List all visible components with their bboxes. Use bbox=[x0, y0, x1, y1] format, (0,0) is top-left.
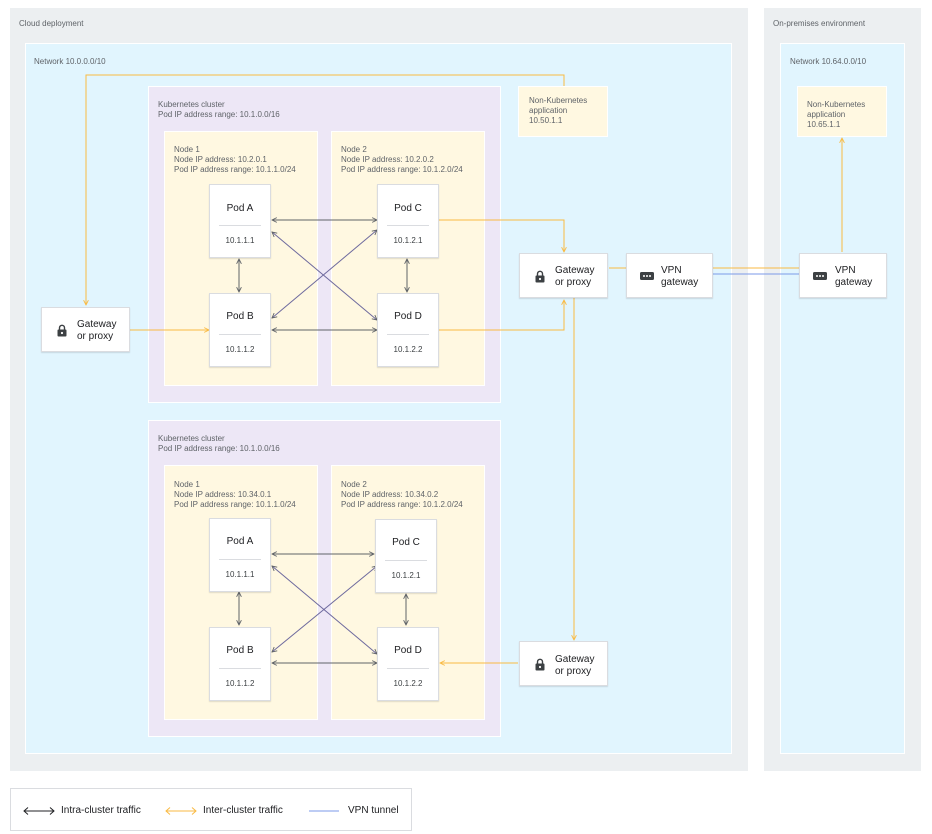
cloud-network-label: Network 10.0.0.0/10 bbox=[34, 57, 106, 66]
pod-c[interactable]: Pod C 10.1.2.1 bbox=[377, 184, 439, 258]
lock-icon bbox=[535, 658, 545, 671]
onprem-vpn-gateway[interactable]: VPN gateway bbox=[799, 253, 887, 298]
pod-ip: 10.1.1.2 bbox=[225, 679, 255, 688]
cloud-vpn-gateway[interactable]: VPN gateway bbox=[626, 253, 713, 298]
node-ip: Node IP address: 10.2.0.1 bbox=[174, 155, 267, 164]
intra-cluster-arrow-icon bbox=[23, 807, 55, 815]
node-name: Node 2 bbox=[341, 480, 367, 489]
pod-name: Pod C bbox=[392, 537, 420, 548]
left-gateway[interactable]: Gateway or proxy bbox=[41, 307, 130, 352]
pod-b[interactable]: Pod B 10.1.1.2 bbox=[209, 293, 271, 367]
pod-name: Pod C bbox=[394, 203, 422, 214]
onprem-app-line1: Non-Kubernetes bbox=[807, 100, 866, 109]
node-name: Node 2 bbox=[341, 145, 367, 154]
pod-c[interactable]: Pod C 10.1.2.1 bbox=[375, 519, 437, 593]
cloud-app-line1: Non-Kubernetes bbox=[529, 96, 588, 105]
legend-inter-label: Inter-cluster traffic bbox=[203, 805, 283, 816]
pod-a[interactable]: Pod A 10.1.1.1 bbox=[209, 518, 271, 592]
node-ip: Node IP address: 10.34.0.2 bbox=[341, 490, 439, 499]
pod-d[interactable]: Pod D 10.1.2.2 bbox=[377, 293, 439, 367]
pod-divider bbox=[385, 560, 427, 561]
pod-divider bbox=[387, 225, 429, 226]
vpn-label-line2: gateway bbox=[661, 277, 699, 288]
pod-name: Pod B bbox=[226, 311, 254, 322]
vpn-label-line2: gateway bbox=[835, 277, 873, 288]
pod-a[interactable]: Pod A 10.1.1.1 bbox=[209, 184, 271, 258]
pod-divider bbox=[219, 225, 261, 226]
onprem-app-line2: application bbox=[807, 110, 846, 119]
onprem-non-kubernetes-app: Non-Kubernetes application 10.65.1.1 bbox=[797, 86, 887, 137]
pod-ip: 10.1.2.2 bbox=[393, 679, 423, 688]
gateway-label-line1: Gateway bbox=[77, 319, 117, 330]
vpn-label-line1: VPN bbox=[661, 265, 682, 276]
node-pod-range: Pod IP address range: 10.1.1.0/24 bbox=[174, 165, 296, 174]
pod-name: Pod D bbox=[394, 645, 422, 656]
node-ip: Node IP address: 10.34.0.1 bbox=[174, 490, 272, 499]
pod-divider bbox=[219, 668, 261, 669]
pod-ip: 10.1.2.2 bbox=[393, 345, 423, 354]
gateway-label-line1: Gateway bbox=[555, 265, 595, 276]
node-pod-range: Pod IP address range: 10.1.1.0/24 bbox=[174, 500, 296, 509]
onprem-network-label: Network 10.64.0.0/10 bbox=[790, 57, 867, 66]
on-premises-label: On-premises environment bbox=[773, 19, 866, 28]
gateway-label-line2: or proxy bbox=[77, 331, 114, 342]
legend: Intra-cluster traffic Inter-cluster traf… bbox=[10, 788, 412, 831]
cluster-title: Kubernetes cluster bbox=[158, 100, 225, 109]
pod-ip: 10.1.2.1 bbox=[393, 236, 423, 245]
cluster-title: Kubernetes cluster bbox=[158, 434, 225, 443]
pod-name: Pod B bbox=[226, 645, 254, 656]
pod-divider bbox=[387, 668, 429, 669]
pod-ip: 10.1.2.1 bbox=[391, 571, 421, 580]
node-name: Node 1 bbox=[174, 480, 200, 489]
pod-divider bbox=[219, 334, 261, 335]
node-ip: Node IP address: 10.2.0.2 bbox=[341, 155, 434, 164]
cloud-non-kubernetes-app: Non-Kubernetes application 10.50.1.1 bbox=[518, 86, 608, 137]
pod-divider bbox=[219, 559, 261, 560]
gateway-label-line1: Gateway bbox=[555, 654, 595, 665]
pod-name: Pod D bbox=[394, 311, 422, 322]
central-gateway[interactable]: Gateway or proxy bbox=[519, 253, 608, 298]
lower-gateway[interactable]: Gateway or proxy bbox=[519, 641, 608, 686]
vpn-dots-icon bbox=[813, 272, 827, 280]
pod-name: Pod A bbox=[226, 536, 254, 547]
cloud-deployment-label: Cloud deployment bbox=[19, 19, 84, 28]
pod-ip: 10.1.1.2 bbox=[225, 345, 255, 354]
pod-b[interactable]: Pod B 10.1.1.2 bbox=[209, 627, 271, 701]
pod-d[interactable]: Pod D 10.1.2.2 bbox=[377, 627, 439, 701]
lock-icon bbox=[57, 324, 67, 337]
onprem-network bbox=[780, 43, 905, 754]
lock-icon bbox=[535, 270, 545, 283]
node-name: Node 1 bbox=[174, 145, 200, 154]
legend-tunnel-label: VPN tunnel bbox=[348, 805, 399, 816]
inter-cluster-arrow-icon bbox=[165, 807, 197, 815]
node-pod-range: Pod IP address range: 10.1.2.0/24 bbox=[341, 500, 463, 509]
cluster-pod-range: Pod IP address range: 10.1.0.0/16 bbox=[158, 110, 280, 119]
onprem-app-ip: 10.65.1.1 bbox=[807, 120, 841, 129]
pod-divider bbox=[387, 334, 429, 335]
legend-intra-label: Intra-cluster traffic bbox=[61, 805, 141, 816]
vpn-tunnel-line-icon bbox=[309, 810, 339, 812]
cloud-app-ip: 10.50.1.1 bbox=[529, 116, 563, 125]
vpn-dots-icon bbox=[640, 272, 654, 280]
cloud-app-line2: application bbox=[529, 106, 568, 115]
gateway-label-line2: or proxy bbox=[555, 666, 592, 677]
gateway-label-line2: or proxy bbox=[555, 277, 592, 288]
vpn-label-line1: VPN bbox=[835, 265, 856, 276]
pod-ip: 10.1.1.1 bbox=[225, 570, 255, 579]
pod-name: Pod A bbox=[226, 203, 254, 214]
cluster-pod-range: Pod IP address range: 10.1.0.0/16 bbox=[158, 444, 280, 453]
node-pod-range: Pod IP address range: 10.1.2.0/24 bbox=[341, 165, 463, 174]
pod-ip: 10.1.1.1 bbox=[225, 236, 255, 245]
